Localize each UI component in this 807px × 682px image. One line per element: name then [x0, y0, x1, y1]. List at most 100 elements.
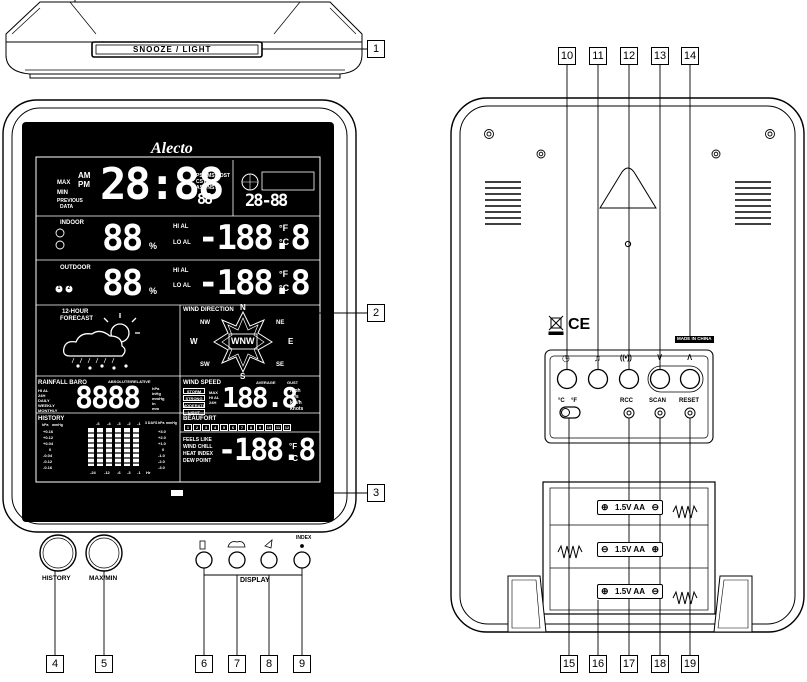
history-h-1: -1: [137, 421, 141, 426]
beaufort-title: BEAUFORT: [183, 416, 217, 422]
outdoor-ch1: 1: [57, 285, 61, 291]
wind-speed-avg: AVERAGE: [256, 380, 276, 385]
battery-label: 1.5V AA: [615, 587, 645, 596]
rain-lines: [71, 357, 115, 364]
indoor-pct: %: [149, 241, 158, 251]
battery-minus-icon: ⊖: [651, 586, 659, 596]
outdoor-lo-al: LO AL: [173, 283, 191, 289]
maxmin-button-label: MAX/MIN: [89, 575, 118, 582]
callout-7: 7: [228, 655, 246, 673]
dew-point: DEW POINT: [183, 458, 212, 464]
compass-e: E: [288, 337, 294, 346]
history-right-row: +1.0: [158, 441, 166, 446]
beaufort-cell: 8: [247, 424, 255, 431]
indoor-label: INDOOR: [60, 220, 84, 226]
history-h-4: -4: [107, 421, 111, 426]
history-axis: -1: [137, 470, 141, 475]
history-axis: Hr: [146, 470, 151, 475]
indoor-f: °F: [279, 223, 289, 233]
feels-digits: -188.8: [218, 433, 316, 468]
lcd-previous: PREVIOUS: [57, 198, 83, 204]
history-right-row: 0: [162, 447, 165, 452]
history-h-3days: 3 DAYS: [145, 421, 158, 425]
rain-drops: [76, 364, 128, 370]
wind-unit-ms: m/s: [290, 394, 299, 400]
history-left-row: -0.04: [43, 453, 53, 458]
callout-8: 8: [260, 655, 278, 673]
level-light: LIGHT: [183, 409, 205, 415]
history-title: HISTORY: [38, 416, 65, 422]
scan-label: SCAN: [649, 398, 667, 404]
battery-minus-icon: ⊖: [601, 544, 609, 554]
level-moderate: MODERATE: [182, 402, 206, 408]
vent-left: [485, 181, 521, 225]
history-left-row: 0: [49, 447, 52, 452]
beaufort-cell: 1: [184, 424, 192, 431]
history-right-row: -1.0: [158, 453, 165, 458]
callout-1: 1: [367, 40, 385, 58]
lcd-am: AM: [78, 171, 91, 180]
rain-daily: DAILY: [38, 398, 50, 403]
battery-1: ⊕ 1.5V AA ⊖: [597, 500, 663, 515]
level-strong: STRONG: [183, 395, 205, 401]
indoor-humidity: 88: [102, 218, 143, 259]
up-down-group-outline: [647, 365, 704, 393]
wind-24h: 24H: [209, 400, 217, 405]
battery-plus-icon: ⊕: [601, 586, 609, 596]
history-left-row: -0.12: [43, 459, 53, 464]
callout-3: 3: [367, 484, 385, 502]
beaufort-cell: 6: [229, 424, 237, 431]
wind-unit-knots: knots: [290, 406, 304, 412]
heat-index: HEAT INDEX: [183, 451, 213, 457]
key-up-glyph: ∧: [686, 352, 694, 363]
light-sensor: [171, 490, 183, 496]
battery-label: 1.5V AA: [615, 545, 645, 554]
forecast-line2: FORECAST: [60, 316, 93, 322]
compass-sw: SW: [200, 362, 210, 368]
back-keys: [556, 368, 701, 390]
wind-direction-title: WIND DIRECTION: [183, 307, 234, 313]
wind-unit-mph: mph: [290, 388, 301, 394]
history-bar-gaps: [88, 432, 139, 464]
snooze-light-label: SNOOZE / LIGHT: [133, 44, 212, 54]
key-radio-glyph: ((•)): [620, 355, 632, 362]
feels-c: °C: [289, 454, 298, 463]
level-storm: STORM: [183, 388, 205, 394]
beaufort-cell: 2: [193, 424, 201, 431]
rain-24h: 24H: [38, 393, 46, 398]
beaufort-cell: 12: [283, 424, 291, 431]
callout-2: 2: [367, 304, 385, 322]
compass-s: S: [240, 372, 246, 381]
outdoor-c: °C: [279, 283, 290, 293]
history-bar-graph: [88, 428, 139, 466]
compass-nw: NW: [200, 320, 210, 326]
key-down-glyph: ∨: [656, 352, 664, 363]
beaufort-cell: 7: [238, 424, 246, 431]
callout-9: 9: [293, 655, 311, 673]
zone-1: PST MST: [196, 173, 218, 179]
zone-3: AST NST: [196, 185, 218, 191]
callout-6: 6: [195, 655, 213, 673]
history-h-2: -2: [127, 421, 131, 426]
feels-like: FEELS LIKE: [183, 437, 212, 443]
made-in-china: MADE IN CHINA: [675, 336, 714, 343]
history-right-row: -2.0: [158, 459, 165, 464]
callout-19: 19: [681, 655, 699, 673]
lcd-pm: PM: [78, 180, 90, 189]
beaufort-cell: 9: [256, 424, 264, 431]
beaufort-cell: 11: [274, 424, 282, 431]
switch-c-label: °C: [558, 398, 565, 404]
outdoor-ch2: 2: [67, 285, 71, 291]
lcd-max: MAX: [57, 180, 71, 186]
wind-hi-al: HI AL: [209, 395, 220, 400]
compass-w: W: [190, 337, 198, 346]
front-button-icons: [199, 539, 304, 550]
battery-3: ⊕ 1.5V AA ⊖: [597, 584, 663, 599]
callout-11: 11: [589, 47, 607, 65]
rainfall-title: RAINFALL BARO: [38, 380, 87, 386]
callout-13: 13: [651, 47, 669, 65]
battery-2: ⊖ 1.5V AA ⊕: [597, 542, 663, 557]
rain-unit-inhg: inHg: [152, 391, 161, 396]
battery-plus-icon: ⊕: [601, 502, 609, 512]
callout-10: 10: [558, 47, 576, 65]
